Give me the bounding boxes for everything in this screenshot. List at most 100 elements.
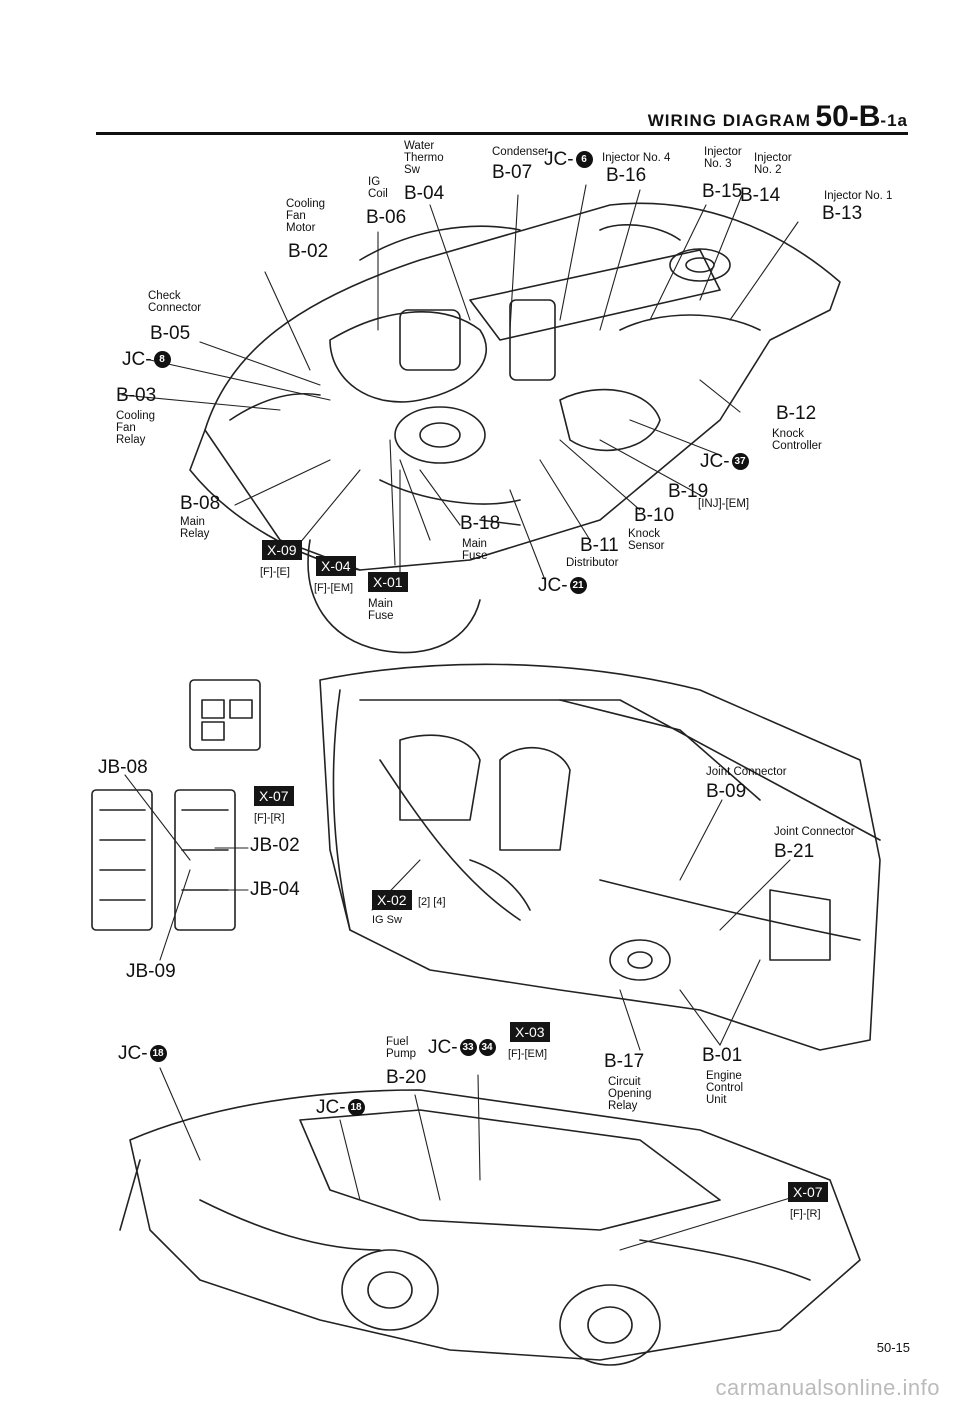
jb02-label: JB-02 [250, 835, 300, 856]
main-relay-line1: Main [180, 516, 205, 528]
cooling-fan-relay-line3: Relay [116, 434, 146, 447]
injector-2-label: Injector No. 2 [754, 152, 792, 176]
engine-bay-illustration [189, 202, 841, 571]
jc-37-number: 37 [731, 453, 749, 471]
fuel-pump-line1: Fuel [386, 1036, 409, 1048]
main-fuse-1-line2: Fuse [462, 550, 488, 563]
b12-label: B-12 [776, 403, 817, 424]
jc-37-prefix: JC- [700, 451, 730, 472]
b07-label: B-07 [492, 162, 533, 183]
b15-label: B-15 [702, 181, 743, 202]
x07-connector-label-a: X-07 [254, 786, 294, 806]
injector-2-line2: No. 2 [754, 164, 782, 177]
jc-18-label-b: JC-18 [316, 1098, 365, 1118]
circuit-opening-relay-label: Circuit Opening Relay [608, 1076, 651, 1112]
injector-2-line1: Injector [754, 152, 792, 164]
jc-34-number: 34 [478, 1039, 496, 1057]
jc-18-label-a: JC-18 [118, 1044, 167, 1064]
x02-connector-label: X-02 [372, 890, 412, 910]
b19-label: B-19 [668, 481, 709, 502]
knock-controller-line1: Knock [772, 428, 804, 440]
ecu-line2: Control [706, 1082, 744, 1095]
knock-controller-line2: Controller [772, 440, 822, 453]
check-connector-line1: Check [148, 290, 181, 302]
x07a-sub-label: [F]-[R] [254, 812, 285, 824]
circuit-opening-relay-line2: Opening [608, 1088, 652, 1101]
b13-label: B-13 [822, 203, 863, 224]
jb04-label: JB-04 [250, 879, 300, 900]
cooling-fan-relay-label: Cooling Fan Relay [116, 410, 155, 446]
x07b-sub-label: [F]-[R] [790, 1208, 821, 1220]
knock-sensor-line1: Knock [628, 528, 660, 540]
cooling-fan-motor-label: Cooling Fan Motor [286, 198, 325, 234]
x03-connector-label: X-03 [510, 1022, 550, 1042]
x02-sub-label: [2] [4] [418, 896, 446, 908]
b05-label: B-05 [150, 323, 191, 344]
cooling-fan-relay-line2: Fan [116, 422, 136, 435]
fuel-pump-line2: Pump [386, 1048, 417, 1061]
page-number: 50-15 [876, 1340, 910, 1355]
x04-sub-label: [F]-[EM] [314, 582, 354, 594]
main-fuse-label-2: Main Fuse [368, 598, 394, 622]
injector-4-label: Injector No. 4 [602, 152, 671, 164]
jc-18b-number: 18 [347, 1099, 365, 1117]
injector-3-label: Injector No. 3 [704, 146, 742, 170]
b08-label: B-08 [180, 493, 221, 514]
condenser-label: Condenser [492, 146, 549, 158]
main-fuse-2-line1: Main [368, 598, 393, 610]
injector-3-line2: No. 3 [704, 158, 732, 171]
main-relay-line2: Relay [180, 528, 210, 541]
jb09-label: JB-09 [126, 961, 176, 982]
jb08-label: JB-08 [98, 757, 148, 778]
knock-sensor-label: Knock Sensor [628, 528, 664, 552]
jc-37-label: JC-37 [700, 452, 749, 472]
watermark: carmanualsonline.info [715, 1375, 940, 1400]
cooling-fan-motor-line3: Motor [286, 222, 316, 235]
injector-3-line1: Injector [704, 146, 742, 158]
circuit-opening-relay-line3: Relay [608, 1100, 638, 1113]
distributor-label: Distributor [566, 557, 619, 569]
cooling-fan-relay-line1: Cooling [116, 410, 155, 422]
header-code-suffix: -1a [880, 111, 908, 130]
check-connector-label: Check Connector [148, 290, 201, 314]
water-thermo-sw-line2: Thermo [404, 152, 444, 165]
jc-21-number: 21 [569, 577, 587, 595]
jc-8-number: 8 [153, 351, 171, 369]
injector-1-label: Injector No. 1 [824, 190, 893, 202]
b11-label: B-11 [580, 535, 619, 556]
jc-8-prefix: JC- [122, 349, 152, 370]
x03-sub-label: [F]-[EM] [508, 1048, 548, 1060]
main-relay-label: Main Relay [180, 516, 209, 540]
knock-sensor-line2: Sensor [628, 540, 665, 553]
x01-connector-label: X-01 [368, 572, 408, 592]
cooling-fan-motor-line1: Cooling [286, 198, 325, 210]
page-header: WIRING DIAGRAM 50-B-1a [648, 100, 908, 134]
ecu-line1: Engine [706, 1070, 742, 1082]
ecu-line3: Unit [706, 1094, 727, 1107]
jc-21-label: JC-21 [538, 576, 587, 596]
b20-label: B-20 [386, 1067, 427, 1088]
joint-connector-2-label: Joint Connector [774, 826, 855, 838]
b14-label: B-14 [740, 185, 781, 206]
x04-connector-label: X-04 [316, 556, 356, 576]
jc-18b-prefix: JC- [316, 1097, 346, 1118]
b09-label: B-09 [706, 781, 747, 802]
x09-sub-label: [F]-[E] [260, 566, 290, 578]
inj-em-label: [INJ]-[EM] [698, 498, 750, 510]
jc-33-prefix: JC- [428, 1037, 458, 1058]
front-wheel-arch [307, 539, 481, 654]
b03-label: B-03 [116, 385, 157, 406]
ig-sw-label: IG Sw [372, 914, 402, 926]
jc-6-number: 6 [575, 151, 593, 169]
main-fuse-1-line1: Main [462, 538, 487, 550]
water-thermo-sw-line1: Water [404, 140, 435, 152]
x09-connector-label: X-09 [262, 540, 302, 560]
ig-coil-line1: IG [368, 176, 381, 188]
jc-18a-number: 18 [149, 1045, 167, 1063]
header-rule [96, 132, 908, 135]
knock-controller-label: Knock Controller [772, 428, 822, 452]
b01-label: B-01 [702, 1045, 743, 1066]
